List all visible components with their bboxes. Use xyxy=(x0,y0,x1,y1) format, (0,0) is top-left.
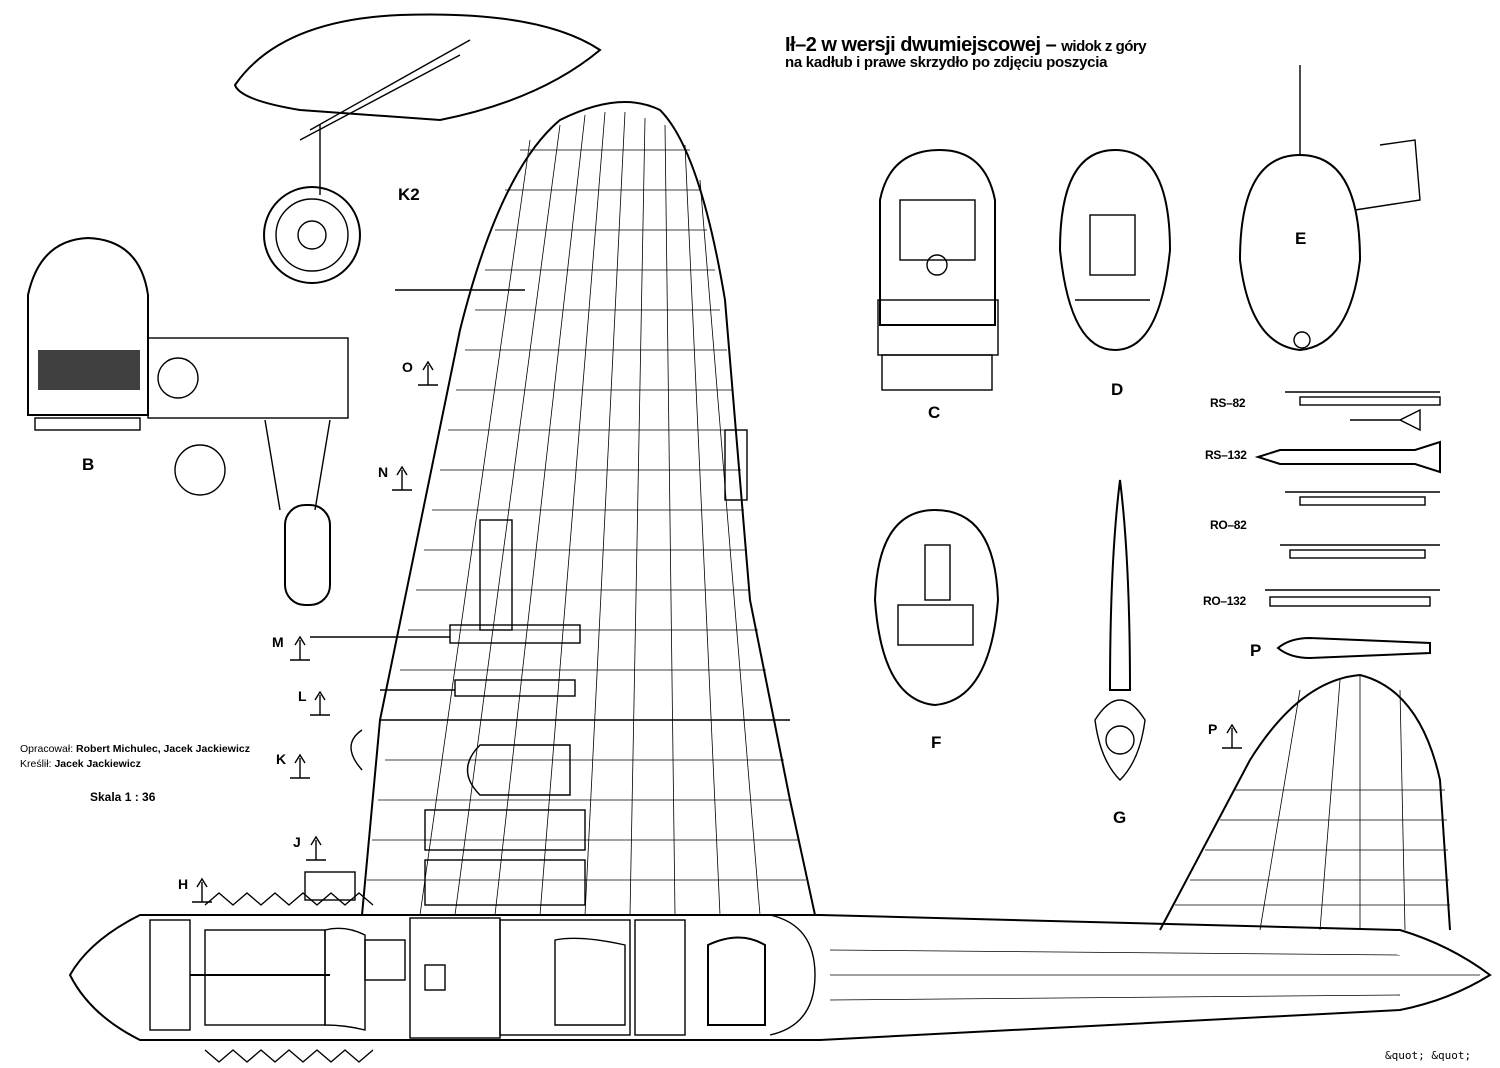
prepared-label: Opracował: xyxy=(20,743,74,755)
rocket-drawings xyxy=(1254,391,1441,660)
drawn-label: Kreślił: xyxy=(20,758,52,770)
title-main: Ił–2 w wersji dwumiejscowej xyxy=(785,34,1041,56)
label-c: C xyxy=(928,403,940,422)
label-p: P xyxy=(1250,641,1261,660)
drawing-title: Ił–2 w wersji dwumiejscowej – widok z gó… xyxy=(785,34,1147,57)
gunner-view-d xyxy=(1058,148,1172,352)
marker-h: H xyxy=(178,876,188,892)
prepared-by: Robert Michulec, Jacek Jackiewicz xyxy=(76,743,250,755)
marker-j: J xyxy=(293,834,301,850)
label-b: B xyxy=(82,455,94,474)
label-rs132: RS–132 xyxy=(1205,448,1247,462)
marker-n: N xyxy=(378,464,388,480)
scale-label: Skala 1 : 36 xyxy=(90,790,156,804)
fuselage xyxy=(68,729,1492,1063)
marker-k: K xyxy=(276,751,286,767)
landing-gear-k2 xyxy=(233,13,602,284)
title-dash: – xyxy=(1045,34,1057,56)
label-ro82: RO–82 xyxy=(1210,518,1247,532)
marker-l: L xyxy=(298,688,307,704)
label-k2: K2 xyxy=(398,185,420,204)
horizontal-stabilizer xyxy=(1159,673,1451,931)
marker-m: M xyxy=(272,634,284,650)
label-ro132: RO–132 xyxy=(1203,594,1246,608)
view-labels: K2 B C D E F G P xyxy=(82,185,1306,827)
label-f: F xyxy=(931,733,941,752)
wing-section-g xyxy=(1094,479,1146,781)
label-g: G xyxy=(1113,808,1126,827)
label-rs82: RS–82 xyxy=(1210,396,1246,410)
label-d: D xyxy=(1111,380,1123,399)
front-view-b xyxy=(27,236,349,606)
drawn-by: Jacek Jackiewicz xyxy=(54,758,141,770)
gunner-position-f xyxy=(873,508,1000,707)
marker-o: O xyxy=(402,359,413,375)
cockpit-view-c xyxy=(877,148,999,391)
corner-text: &quot; &quot; xyxy=(1385,1049,1472,1062)
section-markers: O N M L K J H P xyxy=(178,359,1242,903)
rear-canopy-e xyxy=(1238,65,1421,352)
title-suffix: widok z góry xyxy=(1061,38,1147,55)
marker-p: P xyxy=(1208,721,1217,737)
credits: Opracował: Robert Michulec, Jacek Jackie… xyxy=(20,742,250,772)
drawing-subtitle: na kadłub i prawe skrzydło po zdjęciu po… xyxy=(785,54,1108,71)
label-e: E xyxy=(1295,229,1306,248)
main-wing xyxy=(310,101,817,916)
